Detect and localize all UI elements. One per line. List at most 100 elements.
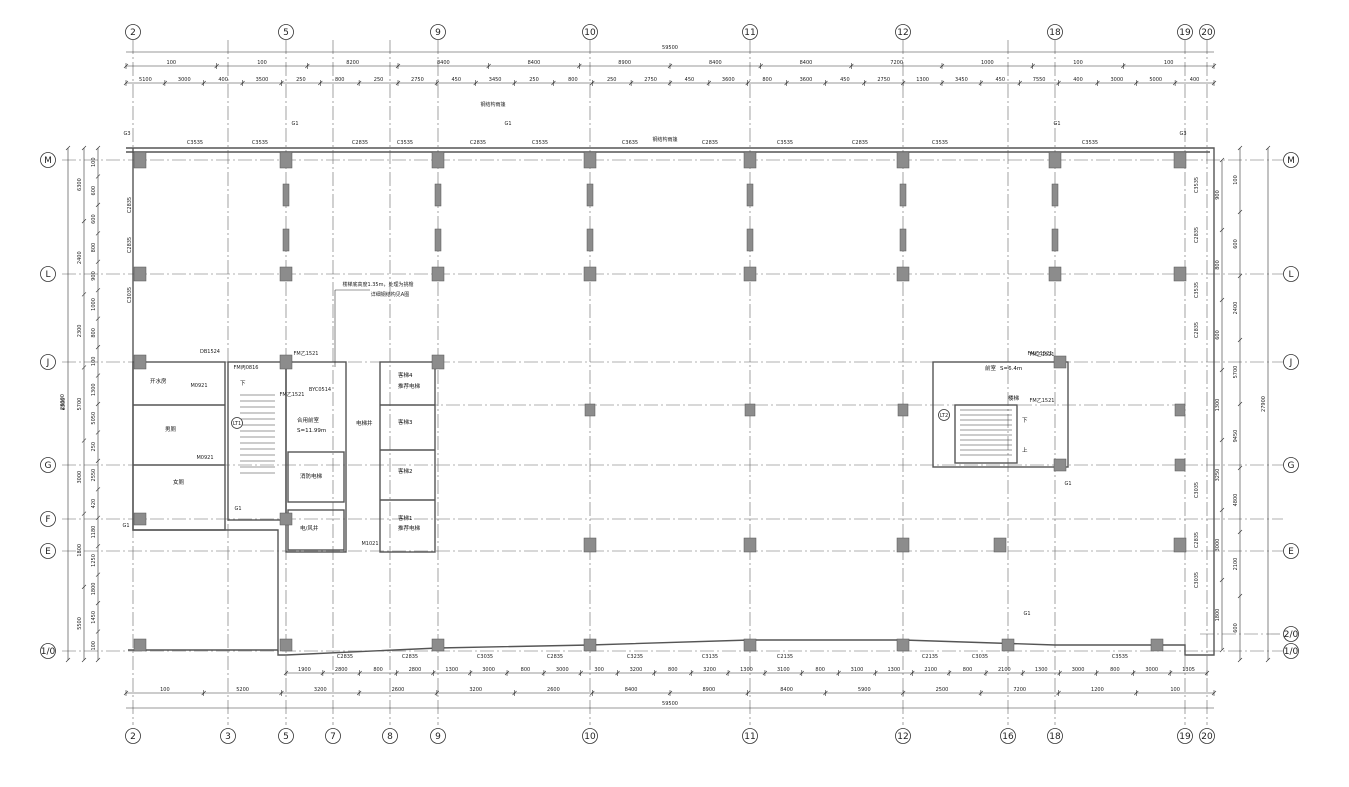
dim-tick bbox=[95, 430, 101, 435]
dim-text: 400 bbox=[218, 77, 228, 83]
dim-text: 6300 bbox=[61, 398, 67, 411]
dim-tick bbox=[1237, 529, 1243, 535]
window-label: C3535 bbox=[187, 140, 203, 146]
dim-text: 5900 bbox=[858, 687, 871, 693]
room-label: 男厕 bbox=[165, 426, 177, 433]
dim-text: 100 bbox=[1073, 60, 1083, 66]
dim-tick bbox=[95, 145, 101, 151]
column bbox=[899, 228, 907, 252]
dim-text: 8400 bbox=[437, 60, 450, 66]
stair-core-right bbox=[932, 361, 1069, 468]
column bbox=[1174, 458, 1186, 472]
axis-bubble bbox=[1199, 728, 1215, 744]
dim-text: 5050 bbox=[91, 412, 97, 425]
dim-text: 1300 bbox=[916, 77, 929, 83]
column bbox=[1048, 151, 1062, 169]
axis-bubble bbox=[325, 728, 341, 744]
window-label: C3535 bbox=[252, 140, 268, 146]
column bbox=[743, 638, 757, 652]
door-label: M0921 bbox=[196, 455, 213, 461]
dim-tick bbox=[95, 373, 101, 378]
dim-tick bbox=[1237, 465, 1243, 471]
dim-text: 600 bbox=[91, 186, 97, 196]
column bbox=[1173, 537, 1187, 553]
dim-text: 8400 bbox=[709, 60, 722, 66]
column bbox=[133, 266, 147, 282]
dim-text: 2550 bbox=[91, 469, 97, 482]
room-label: 电梯井 bbox=[356, 419, 373, 427]
dim-text: 6300 bbox=[77, 178, 83, 191]
column bbox=[1001, 638, 1015, 652]
axis-bubble bbox=[278, 24, 294, 40]
dim-text: 8400 bbox=[800, 60, 813, 66]
dim-tick bbox=[95, 629, 101, 634]
room-label: 下 bbox=[240, 380, 246, 387]
dim-tick bbox=[65, 145, 71, 151]
column bbox=[1053, 458, 1067, 472]
dim-text: 1900 bbox=[298, 667, 311, 673]
door-label: DB1524 bbox=[200, 349, 220, 355]
axis-bubble bbox=[40, 354, 56, 370]
column bbox=[282, 183, 290, 207]
column bbox=[583, 151, 597, 169]
window-label: C2835 bbox=[337, 654, 353, 660]
dim-tick bbox=[1219, 577, 1225, 583]
room-label: 消防电梯 bbox=[300, 472, 323, 480]
dim-text: 4800 bbox=[1233, 494, 1239, 507]
dim-text: 8900 bbox=[618, 60, 631, 66]
window-label: C3535 bbox=[932, 140, 948, 146]
dim-text: 100 bbox=[91, 357, 97, 367]
axis-label: 5 bbox=[283, 732, 289, 742]
dim-text: 1305 bbox=[1182, 667, 1195, 673]
dim-text: 3000 bbox=[178, 77, 191, 83]
dim-text: 8400 bbox=[625, 687, 638, 693]
stair-marker: LT2 bbox=[940, 413, 948, 419]
dim-text: 800 bbox=[91, 243, 97, 253]
dim-tick bbox=[95, 487, 101, 492]
column bbox=[743, 266, 757, 282]
dim-text: 800 bbox=[91, 328, 97, 338]
axis-label: 2 bbox=[130, 732, 136, 742]
dim-text: 7200 bbox=[1013, 687, 1026, 693]
note: 详细钢结构见A图 bbox=[371, 291, 409, 298]
axis-label: 11 bbox=[744, 732, 755, 742]
dim-text: 100 bbox=[1170, 687, 1180, 693]
window-label: C2835 bbox=[127, 237, 133, 253]
axis-bubble bbox=[1283, 354, 1299, 370]
dim-text: 900 bbox=[1215, 190, 1221, 200]
axis-label: J bbox=[1289, 358, 1293, 368]
fire-elevator bbox=[287, 451, 345, 503]
window-label: C3535 bbox=[1082, 140, 1098, 146]
axis-bubble bbox=[1177, 24, 1193, 40]
dim-text: 8900 bbox=[702, 687, 715, 693]
dim-text: 300 bbox=[594, 667, 604, 673]
dim-text: 3200 bbox=[630, 667, 643, 673]
dim-tick bbox=[81, 218, 87, 224]
door-label: BYC0514 bbox=[309, 387, 331, 393]
dim-text: 27900 bbox=[1261, 396, 1267, 412]
room-label: 上 bbox=[1022, 446, 1028, 454]
column bbox=[743, 537, 757, 553]
dim-tick bbox=[95, 316, 101, 321]
dim-tick bbox=[81, 584, 87, 590]
window-label: C2835 bbox=[1194, 322, 1200, 338]
axis-label: 16 bbox=[1002, 732, 1014, 742]
column bbox=[586, 228, 594, 252]
rooms: 开水房男厕女厕下合用前室S=11.99m消防电梯电梯井电/风井客梯4推荐电梯客梯… bbox=[150, 364, 1028, 532]
dim-text: 3200 bbox=[469, 687, 482, 693]
dim-text: 600 bbox=[1233, 623, 1239, 633]
axis-bubble bbox=[1047, 728, 1063, 744]
axis-label: G bbox=[1288, 461, 1295, 471]
dim-left-total: 28000 bbox=[60, 394, 66, 410]
axis-label: 10 bbox=[584, 28, 596, 38]
door-label: FM乙1521 bbox=[1030, 351, 1055, 358]
dim-text: 3000 bbox=[77, 471, 83, 484]
room-label: S=6.4m bbox=[1000, 366, 1022, 372]
axis-bubble bbox=[278, 728, 294, 744]
elevator-block bbox=[379, 361, 436, 553]
dim-text: 800 bbox=[1110, 667, 1120, 673]
dim-text: 1000 bbox=[981, 60, 994, 66]
axis-label: L bbox=[45, 270, 50, 280]
g-label: G3 bbox=[1179, 131, 1186, 137]
